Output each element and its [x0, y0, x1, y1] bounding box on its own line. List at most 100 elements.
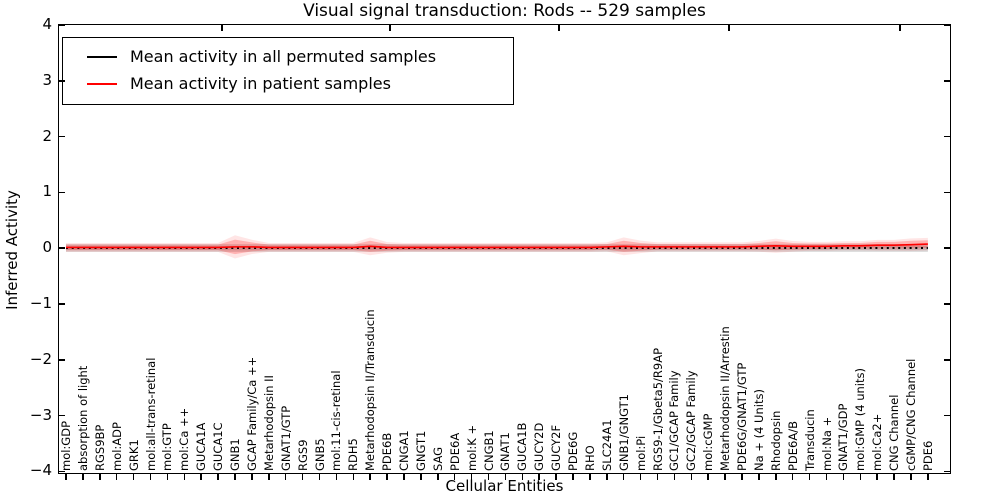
x-tick-label: mol:Ca2+ [870, 413, 885, 471]
legend: Mean activity in all permuted samples Me… [62, 37, 514, 105]
legend-label-patient: Mean activity in patient samples [130, 74, 391, 93]
x-tick-label: Metarhodopsin II/Transducin [363, 309, 378, 471]
x-tick-mark [927, 474, 929, 480]
y-tick-label: −2 [29, 349, 52, 368]
x-tick-label: RGS9 [295, 439, 310, 471]
x-tick-mark [606, 474, 608, 480]
x-tick-mark [420, 474, 422, 480]
x-tick-mark [690, 474, 693, 480]
x-tick-label: absorption of light [75, 365, 90, 471]
y-tick-label: −4 [29, 461, 52, 480]
x-tick-label: GNAT1/GTP [278, 405, 293, 471]
x-tick-mark [572, 474, 574, 480]
x-tick-mark [99, 474, 101, 480]
x-tick-mark [791, 474, 794, 480]
x-tick-mark [842, 474, 845, 480]
x-tick-label: GNAT1 [498, 432, 513, 471]
y-tick-mark [59, 191, 65, 194]
x-tick-mark [183, 474, 186, 480]
x-tick-label: PDE6 [920, 440, 935, 471]
legend-item-patient: Mean activity in patient samples [63, 70, 513, 97]
x-tick-label: GNB5 [312, 438, 327, 471]
x-tick-mark [369, 474, 371, 480]
x-tick-label: GRK1 [126, 439, 141, 471]
y-tick-label: −1 [29, 294, 52, 312]
x-tick-label: PDE6A/B [785, 420, 800, 471]
top-tick-mark [728, 25, 730, 31]
x-tick-label: GNB1/GNGT1 [616, 394, 631, 471]
x-tick-mark [335, 474, 338, 480]
x-tick-label: SAG [430, 446, 445, 471]
x-tick-mark [149, 474, 152, 480]
x-tick-mark [166, 474, 169, 480]
x-tick-mark [318, 474, 321, 480]
x-tick-label: CNGA1 [397, 430, 411, 471]
x-tick-label: GUCY2F [549, 424, 564, 471]
x-tick-label: mol:Pi [633, 435, 648, 471]
x-tick-label: GUCY2D [532, 422, 547, 471]
x-tick-label: PDE6G [566, 431, 580, 471]
y-tick-mark [944, 191, 950, 194]
x-tick-mark [622, 474, 625, 480]
y-tick-mark [59, 247, 65, 249]
legend-line-black-icon [87, 55, 117, 58]
plot-area: Mean activity in all permuted samples Me… [58, 24, 951, 480]
x-tick-mark [741, 474, 743, 480]
x-tick-label: mol:cGMP [701, 413, 716, 471]
x-tick-label: GUCA1B [515, 422, 530, 471]
x-tick-label: GC2/GCAP Family [684, 370, 699, 471]
x-tick-label: mol:GDP [59, 420, 73, 471]
y-tick-mark [59, 359, 65, 361]
y-tick-label: 1 [42, 182, 52, 201]
x-tick-label: GCAP Family/Ca ++ [244, 356, 259, 471]
x-tick-label: RGS9BP [92, 424, 107, 471]
x-tick-mark [234, 474, 236, 480]
y-tick-mark [944, 359, 950, 361]
x-tick-label: Rhodopsin [768, 410, 783, 471]
y-tick-mark [944, 470, 950, 473]
y-tick-label: 4 [42, 15, 52, 33]
x-tick-label: GUCA1A [194, 422, 209, 471]
x-tick-mark [284, 474, 287, 480]
legend-label-permuted: Mean activity in all permuted samples [130, 47, 437, 66]
x-tick-label: RHO [582, 445, 597, 471]
x-tick-label: CNGB1 [481, 430, 496, 471]
x-tick-mark [673, 474, 676, 480]
x-tick-label: Transducin [802, 409, 817, 471]
x-tick-mark [589, 474, 591, 480]
x-tick-label: GNGT1 [413, 430, 428, 471]
legend-line-red-icon [87, 82, 117, 85]
x-tick-mark [775, 474, 777, 480]
x-axis-label: Cellular Entities [445, 477, 564, 495]
x-tick-mark [470, 474, 473, 480]
y-tick-mark [944, 135, 950, 138]
x-tick-mark [504, 474, 507, 480]
top-tick-mark [899, 25, 901, 31]
y-tick-mark [944, 414, 950, 417]
x-tick-label: SLC24A1 [599, 419, 614, 471]
x-tick-mark [301, 474, 304, 480]
x-tick-mark [910, 474, 912, 480]
x-tick-label: mol:ADP [109, 422, 124, 471]
x-tick-label: Na + (4 Units) [751, 389, 766, 471]
y-tick-mark [59, 80, 65, 82]
x-tick-label: PDE6G/GNAT1/GTP [735, 362, 749, 471]
x-tick-mark [200, 474, 202, 480]
x-tick-mark [521, 474, 524, 480]
x-tick-label: CNG Channel [887, 394, 902, 471]
x-tick-label: mol:all-trans-retinal [143, 357, 158, 471]
x-tick-label: mol:K + [464, 424, 479, 471]
x-tick-label: mol:11-cis-retinal [329, 370, 344, 471]
x-tick-mark [437, 474, 439, 480]
y-tick-label: 0 [42, 238, 52, 257]
x-tick-label: GUCA1C [211, 422, 226, 471]
x-tick-mark [217, 474, 219, 480]
x-tick-mark [386, 474, 388, 480]
x-tick-mark [403, 474, 405, 480]
x-tick-label: Metarhodopsin II/Arrestin [718, 326, 733, 471]
x-tick-mark [352, 474, 355, 480]
x-tick-label: mol:GTP [160, 423, 175, 471]
y-tick-mark [944, 24, 950, 26]
x-tick-mark [876, 474, 878, 480]
